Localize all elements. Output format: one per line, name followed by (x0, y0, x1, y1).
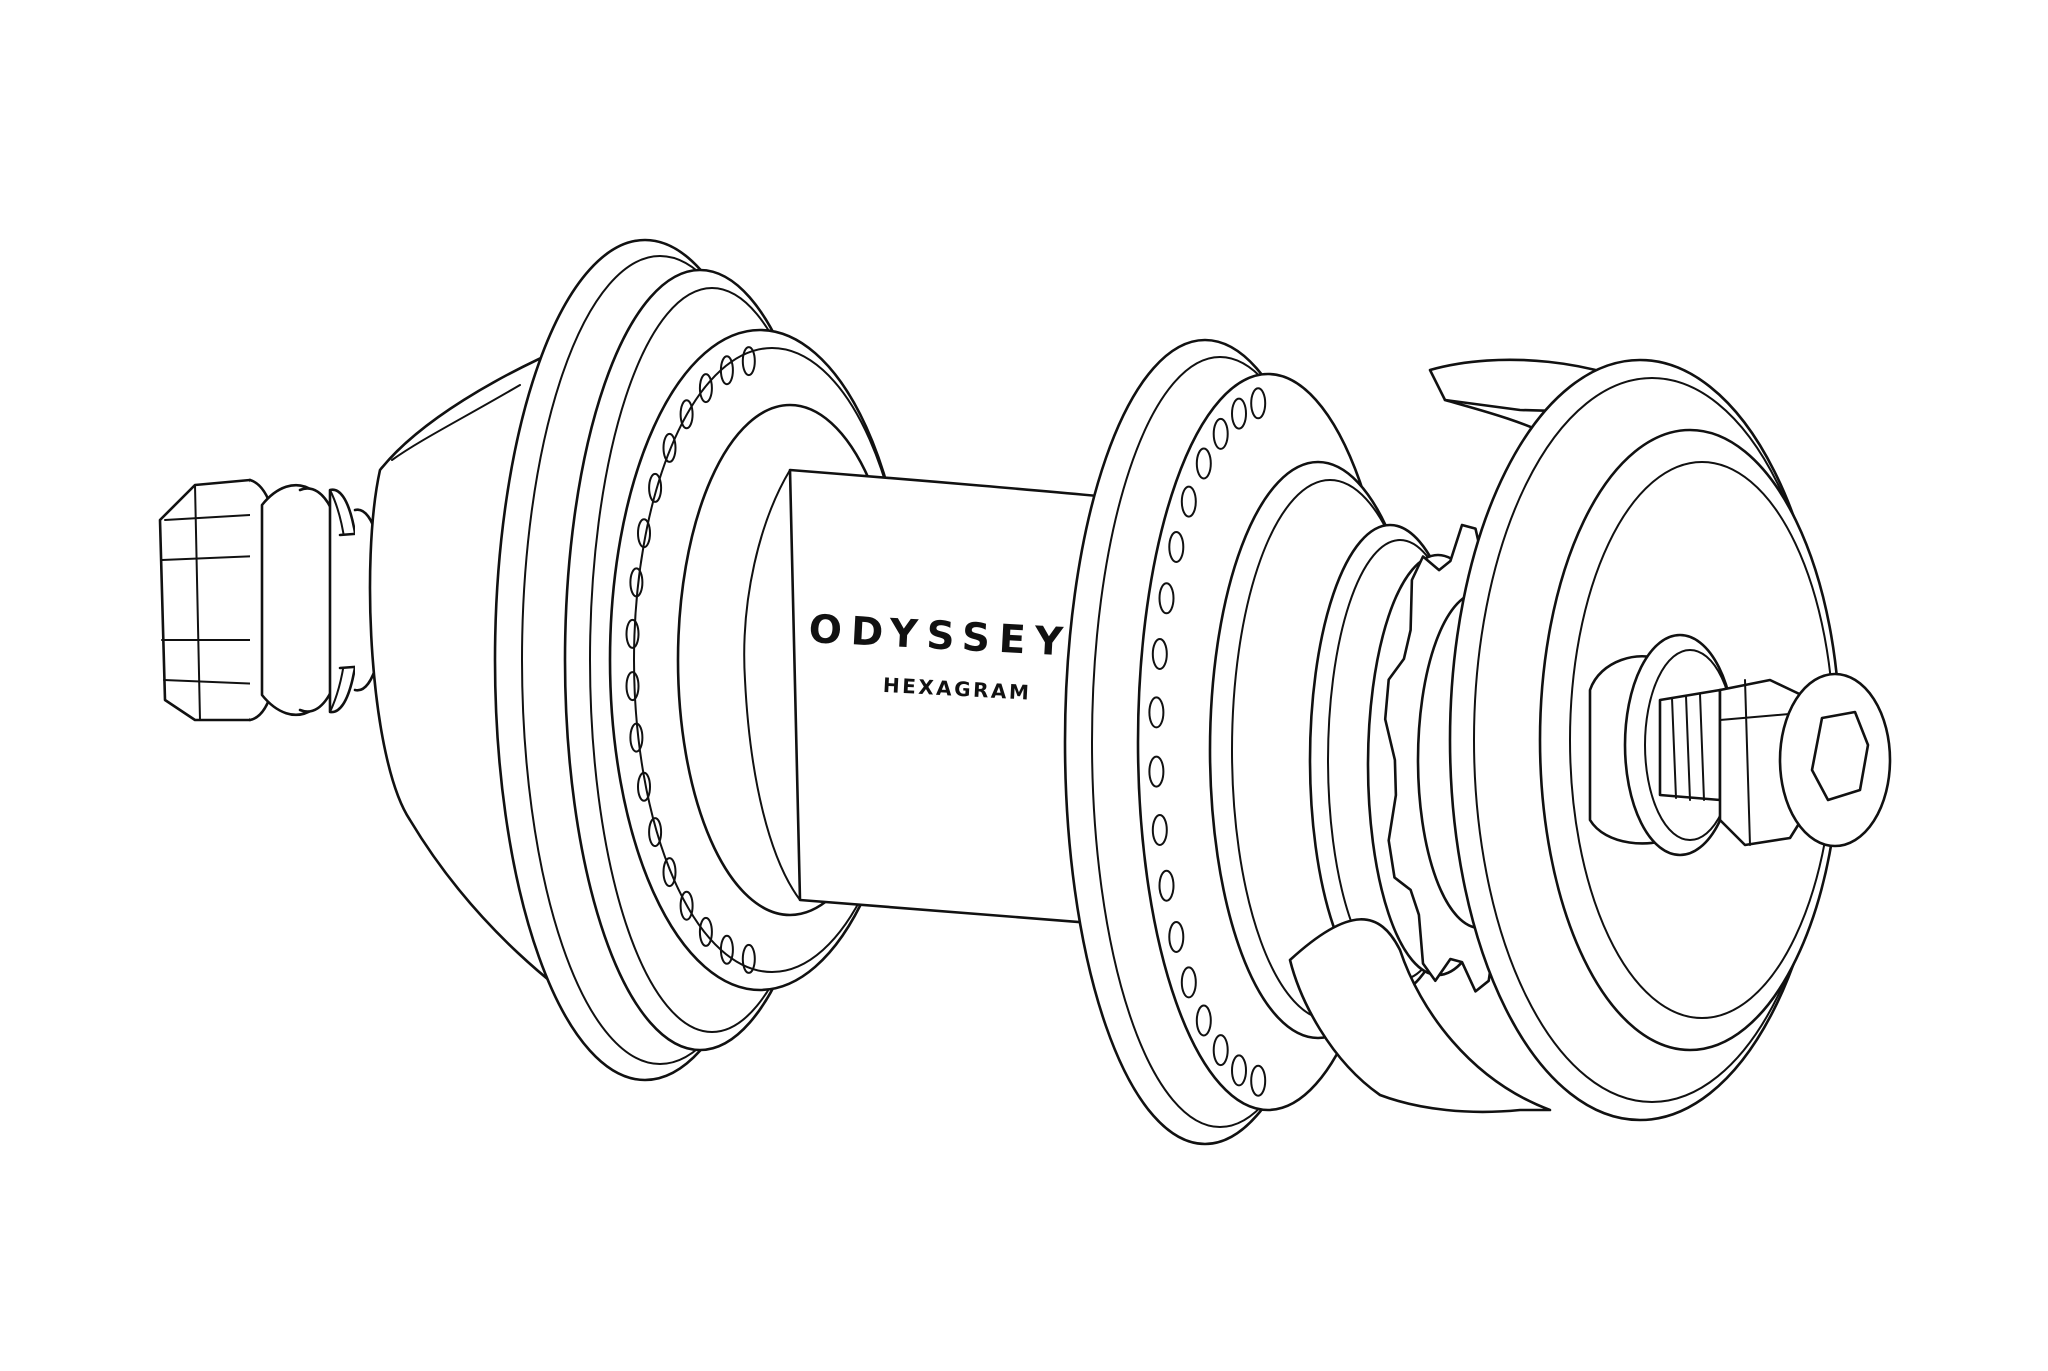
spoke-hole (1231, 1054, 1247, 1087)
spoke-hole (625, 671, 640, 702)
spoke-hole (1212, 1034, 1229, 1067)
spoke-hole (629, 567, 644, 598)
spoke-hole (679, 399, 694, 430)
left-axle-spacers (260, 484, 387, 716)
spoke-hole (698, 373, 713, 404)
spoke-hole (719, 355, 734, 386)
spoke-hole (1148, 755, 1165, 788)
spoke-hole (1212, 417, 1229, 450)
spoke-hole (648, 817, 663, 848)
spoke-hole (1151, 638, 1168, 670)
spoke-hole (637, 518, 651, 549)
spoke-hole (1180, 966, 1197, 999)
spoke-hole (1158, 582, 1175, 615)
spoke-hole (1168, 531, 1185, 563)
spoke-hole (741, 346, 756, 377)
left-spoke-holes (625, 346, 756, 974)
spoke-hole (741, 943, 756, 974)
spoke-hole (625, 618, 640, 649)
spoke-hole (1195, 1004, 1212, 1037)
spoke-hole (1231, 397, 1247, 430)
spoke-hole (719, 934, 734, 965)
spoke-hole (1180, 485, 1197, 518)
spoke-hole (637, 771, 651, 802)
spoke-hole (1158, 869, 1175, 902)
right-spoke-holes (1148, 387, 1267, 1097)
spoke-hole (1168, 921, 1185, 953)
spoke-hole (1148, 696, 1165, 729)
spoke-hole (662, 432, 677, 463)
spoke-hole (1250, 387, 1267, 420)
spoke-hole (679, 890, 694, 921)
right-axle-end (1588, 633, 1892, 857)
spoke-hole (1151, 814, 1168, 846)
spoke-hole (698, 916, 713, 947)
spoke-hole (662, 857, 677, 888)
spoke-hole (1195, 447, 1212, 480)
spoke-hole (1250, 1064, 1267, 1097)
spoke-hole (629, 722, 644, 753)
spoke-hole (648, 472, 663, 503)
